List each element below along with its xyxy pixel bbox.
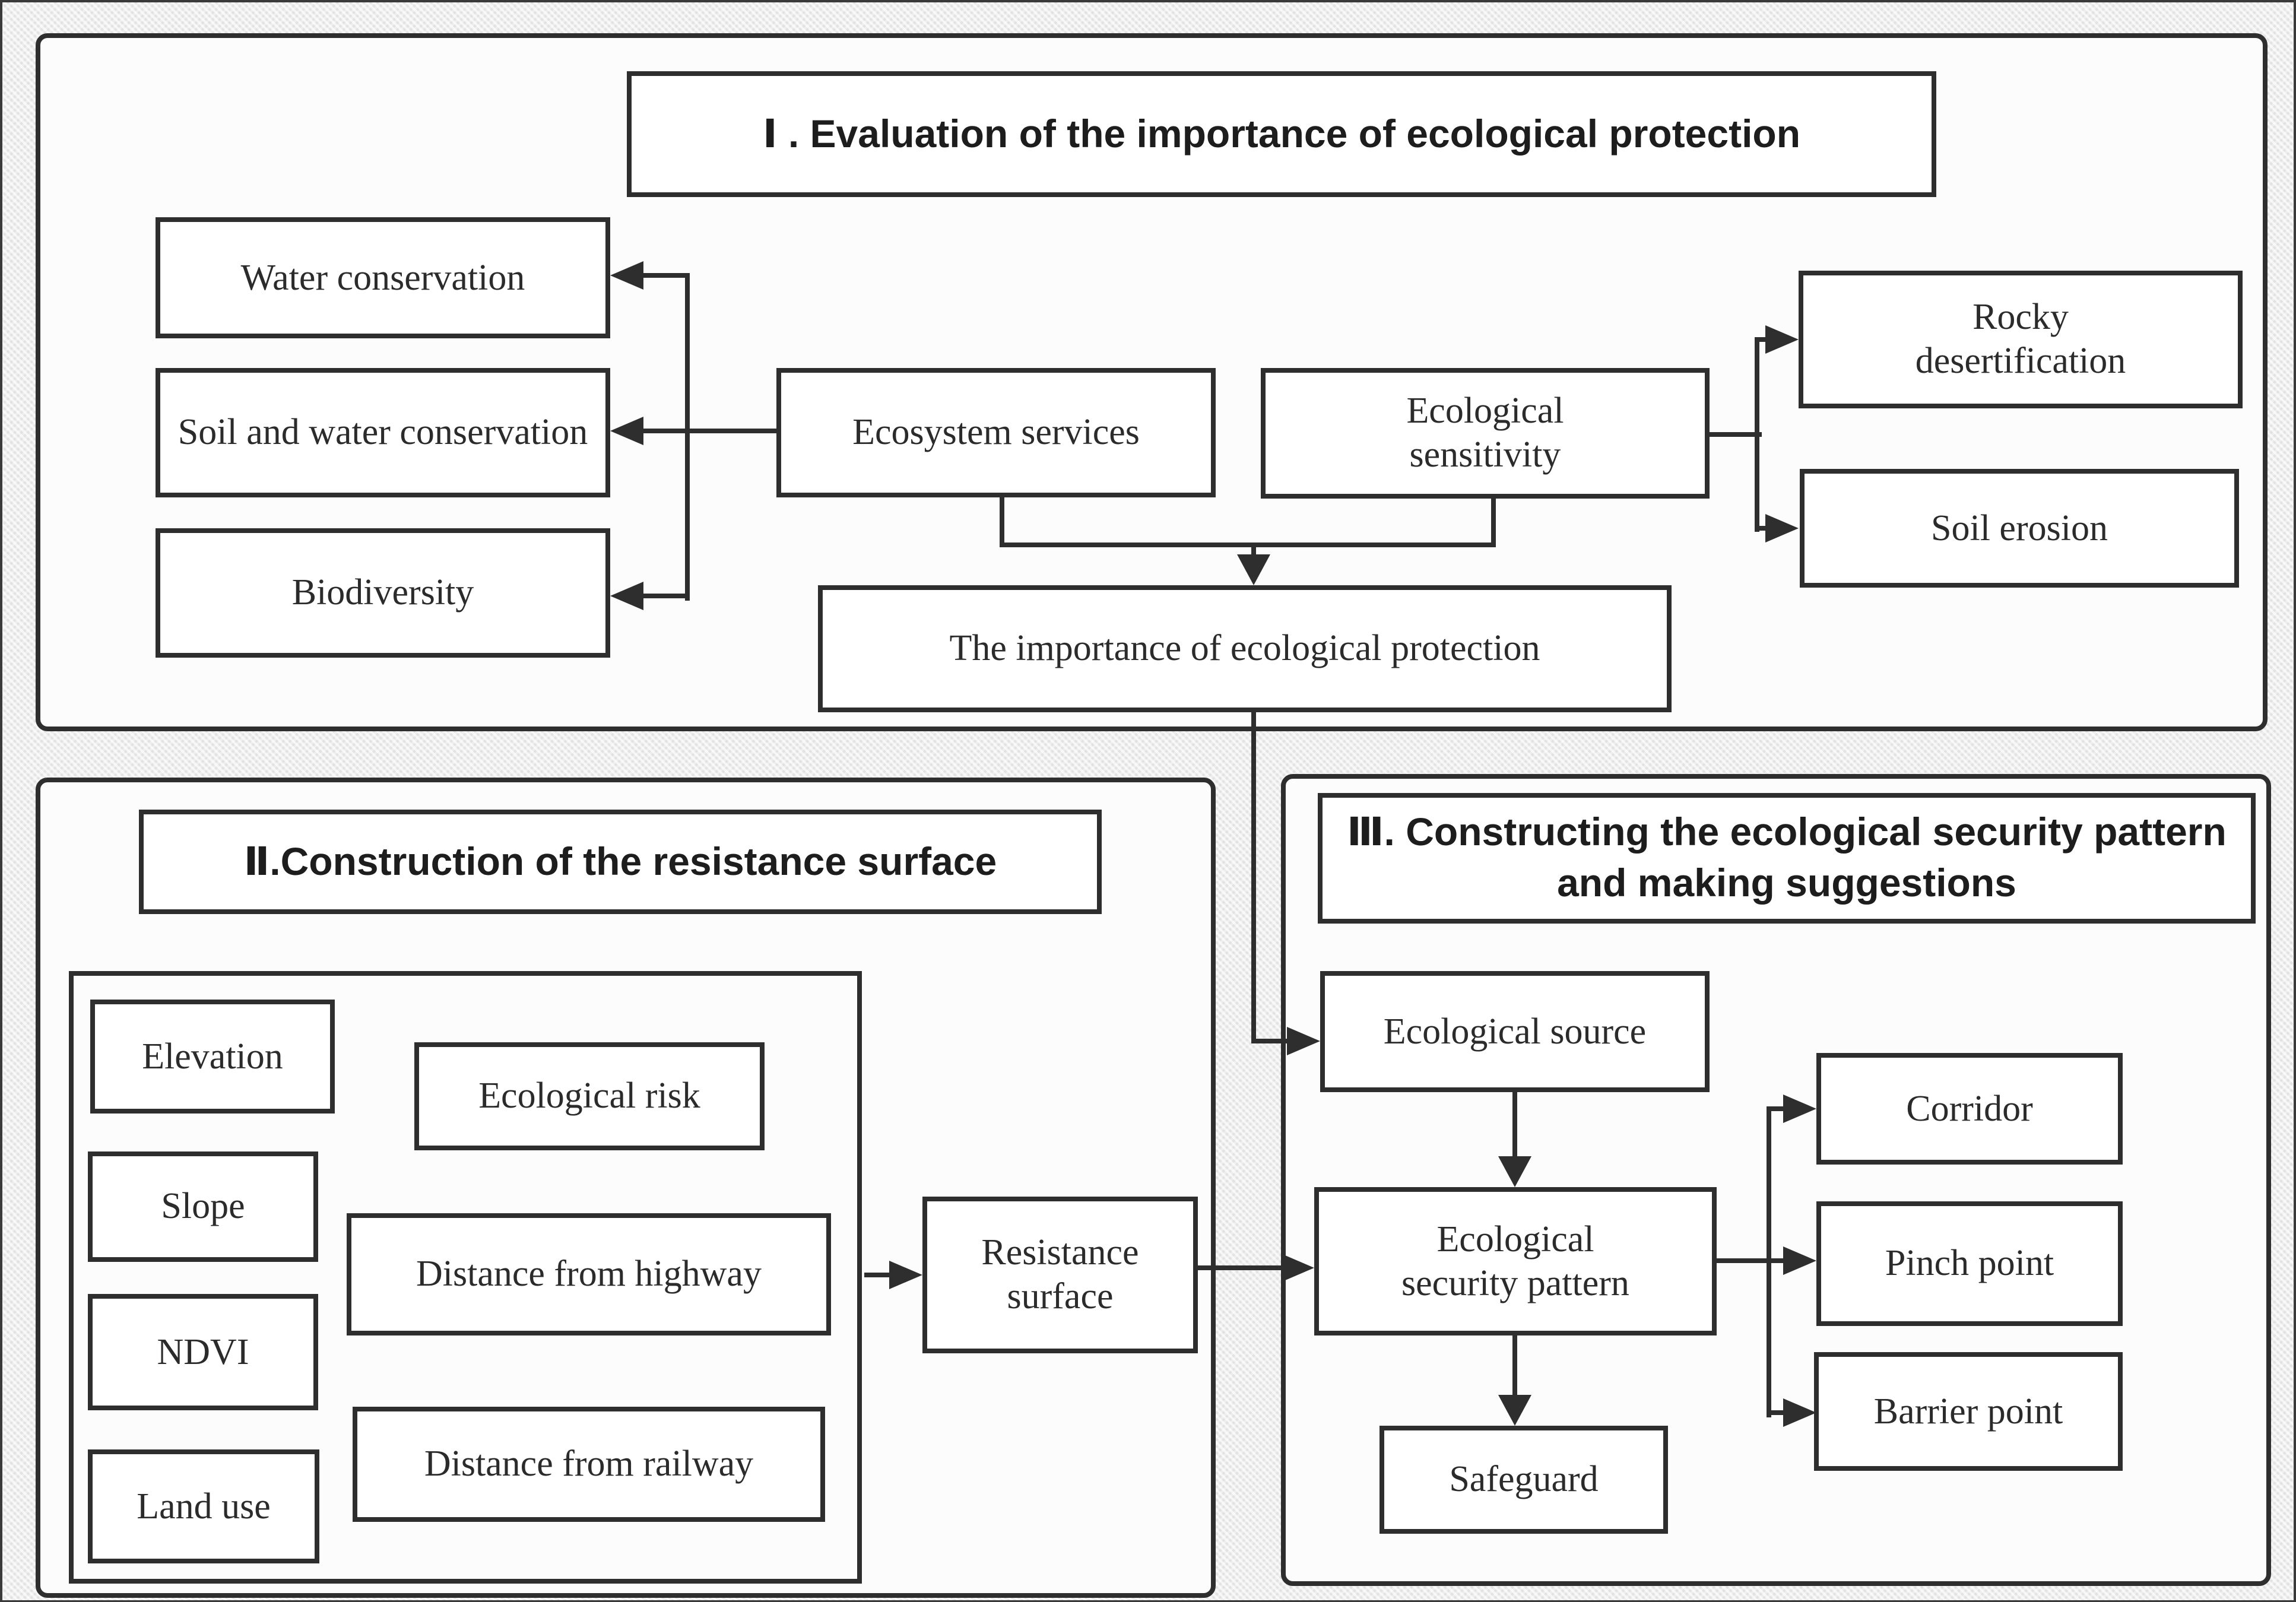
- arrowhead-right-icon: [889, 1261, 922, 1289]
- node-ecological-security-pattern: Ecological security pattern: [1314, 1187, 1717, 1335]
- connector-to-soil-water-line: [641, 429, 779, 433]
- arrowhead-right-icon: [1783, 1095, 1816, 1123]
- node-elevation: Elevation: [90, 1000, 335, 1114]
- arrowhead-right-icon: [1783, 1246, 1816, 1275]
- arrowhead-left-icon: [610, 261, 643, 290]
- arrowhead-right-icon: [1281, 1254, 1314, 1282]
- arrowhead-down-icon: [1237, 554, 1270, 585]
- node-ecosystem-services: Ecosystem services: [776, 368, 1216, 497]
- connector-services-down-line: [1000, 497, 1004, 547]
- node-slope: Slope: [88, 1151, 318, 1262]
- node-ecological-source: Ecological source: [1320, 971, 1710, 1092]
- connector-junction-line: [1000, 543, 1496, 547]
- connector-to-resistance-line: [864, 1273, 893, 1277]
- node-soil-water-conservation: Soil and water conservation: [156, 368, 610, 497]
- node-rocky-desertification: Rocky desertification: [1799, 271, 2243, 408]
- connector-importance-down-line: [1251, 712, 1256, 1043]
- node-biodiversity: Biodiversity: [156, 528, 610, 658]
- connector-to-rocky-line: [1755, 337, 1771, 342]
- arrowhead-left-icon: [610, 417, 643, 445]
- connector-right-branch-line: [1755, 337, 1759, 532]
- node-corridor: Corridor: [1816, 1053, 2123, 1165]
- node-ecological-sensitivity: Ecological sensitivity: [1261, 368, 1710, 499]
- node-safeguard: Safeguard: [1379, 1426, 1668, 1534]
- connector-source-to-pattern-line: [1512, 1092, 1517, 1159]
- section-1-title: Ⅰ . Evaluation of the importance of ecol…: [627, 71, 1936, 197]
- node-distance-from-highway: Distance from highway: [347, 1213, 831, 1335]
- arrowhead-right-icon: [1287, 1027, 1320, 1055]
- node-land-use: Land use: [88, 1449, 319, 1563]
- connector-to-pinch-line: [1767, 1258, 1786, 1263]
- arrowhead-right-icon: [1765, 514, 1799, 543]
- node-barrier-point: Barrier point: [1814, 1352, 2123, 1471]
- connector-left-branch-line: [685, 273, 690, 601]
- node-soil-erosion: Soil erosion: [1800, 469, 2239, 588]
- arrowhead-down-icon: [1498, 1395, 1531, 1426]
- arrowhead-left-icon: [610, 582, 643, 610]
- node-importance-of-ecological-protection: The importance of ecological protection: [818, 585, 1672, 712]
- node-ecological-risk: Ecological risk: [414, 1042, 765, 1150]
- connector-to-corridor-line: [1767, 1106, 1786, 1111]
- node-pinch-point: Pinch point: [1816, 1201, 2123, 1326]
- connector-resistance-to-pattern-line: [1198, 1265, 1283, 1270]
- node-water-conservation: Water conservation: [156, 217, 610, 338]
- resistance-factors-group: [69, 971, 862, 1584]
- connector-to-barrier-line: [1767, 1410, 1786, 1415]
- connector-sensitivity-down-line: [1491, 499, 1496, 547]
- connector-to-water-line: [641, 273, 689, 278]
- connector-to-biodiversity-line: [641, 594, 689, 598]
- connector-to-soil-erosion-line: [1755, 526, 1771, 531]
- connector-to-source-line: [1251, 1039, 1289, 1043]
- connector-pattern-to-safeguard-line: [1512, 1335, 1517, 1397]
- arrowhead-right-icon: [1765, 325, 1799, 354]
- node-resistance-surface: Resistance surface: [922, 1197, 1198, 1353]
- node-ndvi: NDVI: [88, 1294, 318, 1410]
- arrowhead-down-icon: [1498, 1156, 1531, 1187]
- arrowhead-right-icon: [1783, 1398, 1816, 1427]
- section-2-title: Ⅱ.Construction of the resistance surface: [139, 810, 1102, 914]
- connector-pattern-right-line: [1717, 1258, 1771, 1263]
- node-distance-from-railway: Distance from railway: [353, 1407, 825, 1522]
- connector-sensitivity-right-line: [1710, 432, 1762, 437]
- connector-to-importance-line: [1251, 543, 1256, 559]
- section-3-title: Ⅲ. Constructing the ecological security …: [1318, 793, 2256, 924]
